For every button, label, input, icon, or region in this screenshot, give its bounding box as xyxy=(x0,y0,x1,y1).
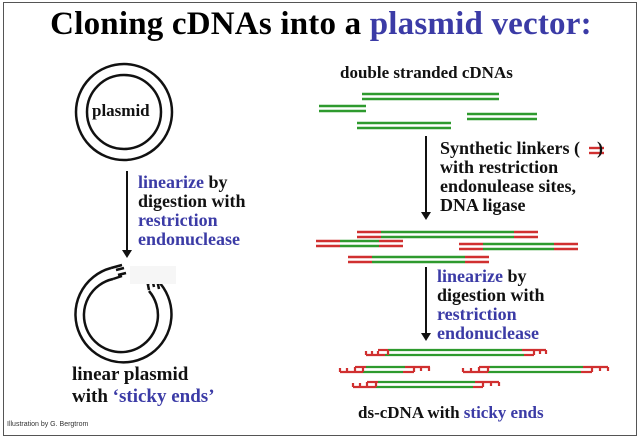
right-step2-line3: restriction xyxy=(437,304,517,324)
left-step-line2: digestion with xyxy=(138,191,246,211)
linked-cdnas xyxy=(316,230,578,264)
sticky-end-cdnas xyxy=(338,348,610,389)
linker-legend-icon xyxy=(589,146,604,155)
left-step-line3: restriction xyxy=(138,210,218,230)
left-step-text: linearize by digestion with restriction … xyxy=(138,173,246,249)
right-step2-by: by xyxy=(502,266,527,286)
plasmid-label: plasmid xyxy=(92,101,150,120)
title-highlight: plasmid vector xyxy=(369,6,581,42)
cdna-fragments xyxy=(319,92,537,130)
right-step2-text: linearize by digestion with restriction … xyxy=(437,267,545,343)
right-step1-line4: DNA ligase xyxy=(440,195,526,215)
right-arrow-1 xyxy=(421,136,431,220)
gap-highlight xyxy=(130,266,176,284)
left-result-with: with xyxy=(72,386,113,407)
slide-frame xyxy=(3,2,637,436)
left-arrow xyxy=(122,171,132,258)
right-step1-text: Synthetic linkers () with restriction en… xyxy=(440,139,603,215)
right-step2-linearize: linearize xyxy=(437,266,503,286)
left-step-linearize: linearize xyxy=(138,172,204,192)
right-footer-text: ds-cDNA with xyxy=(358,403,464,422)
right-step1-line1: Synthetic linkers ( xyxy=(440,138,581,158)
cdnas-heading: double stranded cDNAs xyxy=(340,63,513,82)
right-step2-line2: digestion with xyxy=(437,285,545,305)
right-arrow-2 xyxy=(421,267,431,341)
right-step2-line4: endonuclease xyxy=(437,323,540,343)
plasmid-circle xyxy=(74,62,174,162)
left-result-text: linear plasmid with ‘sticky ends’ xyxy=(72,364,215,408)
illustration-credit: Illustration by G. Bergtrom xyxy=(7,421,89,428)
right-step1-paren: ) xyxy=(597,138,604,158)
right-step1-line2: with restriction xyxy=(440,157,559,177)
title-text: Cloning cDNAs into a xyxy=(50,6,370,42)
left-step-by: by xyxy=(203,172,228,192)
left-step-line4: endonuclease xyxy=(138,229,241,249)
title-colon: : xyxy=(580,6,592,42)
left-result-line1: linear plasmid xyxy=(72,364,189,385)
right-step1-line3: endonulease sites, xyxy=(440,176,577,196)
right-footer: ds-cDNA with sticky ends xyxy=(358,403,544,422)
right-footer-sticky: sticky ends xyxy=(463,403,544,422)
slide-title: Cloning cDNAs into a plasmid vector: xyxy=(0,6,642,43)
left-result-sticky: ‘sticky ends’ xyxy=(112,386,215,407)
